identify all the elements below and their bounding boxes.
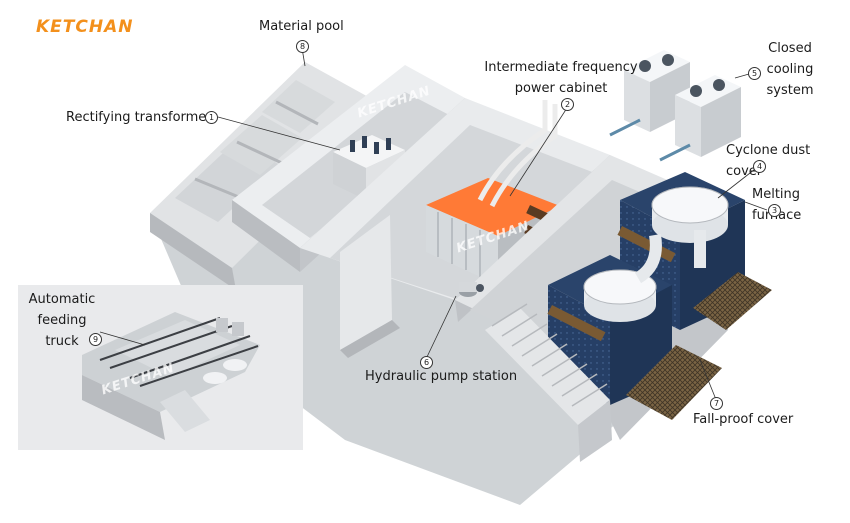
cyclone-dust-cover-units bbox=[583, 186, 729, 322]
callout-number: 6 bbox=[420, 356, 433, 369]
callout-number: 4 bbox=[753, 160, 766, 173]
label-closed-cooling-system: Closed cooling system bbox=[766, 41, 814, 98]
label-intermediate-frequency-power-cabinet: Intermediate frequency power cabinet bbox=[484, 60, 638, 96]
label-hydraulic-pump-station: Hydraulic pump station bbox=[365, 369, 518, 384]
label-fall-proof-cover: Fall-proof cover bbox=[693, 412, 794, 427]
label-automatic-feeding-truck: Automatic feeding truck bbox=[28, 292, 96, 349]
label-cyclone-dust-cover: Cyclone dust cover bbox=[726, 143, 811, 179]
stairs bbox=[485, 303, 612, 462]
callout-number: 5 bbox=[748, 67, 761, 80]
callout-number: 7 bbox=[710, 397, 723, 410]
inset-panel bbox=[18, 285, 303, 450]
hydraulic-pump-unit bbox=[459, 282, 484, 297]
label-rectifying-transformer: Rectifying transformer bbox=[66, 110, 212, 125]
closed-cooling-system-units bbox=[609, 50, 741, 162]
callout-number: 9 bbox=[89, 333, 102, 346]
callout-number: 3 bbox=[768, 204, 781, 217]
label-material-pool: Material pool bbox=[259, 19, 344, 34]
brand-logo: KETCHAN bbox=[36, 17, 134, 37]
callout-number: 8 bbox=[296, 40, 309, 53]
label-melting-furnace: Melting furnace bbox=[752, 187, 801, 223]
callout-number: 1 bbox=[205, 111, 218, 124]
fall-proof-cover-units bbox=[626, 272, 772, 420]
callout-number: 2 bbox=[561, 98, 574, 111]
